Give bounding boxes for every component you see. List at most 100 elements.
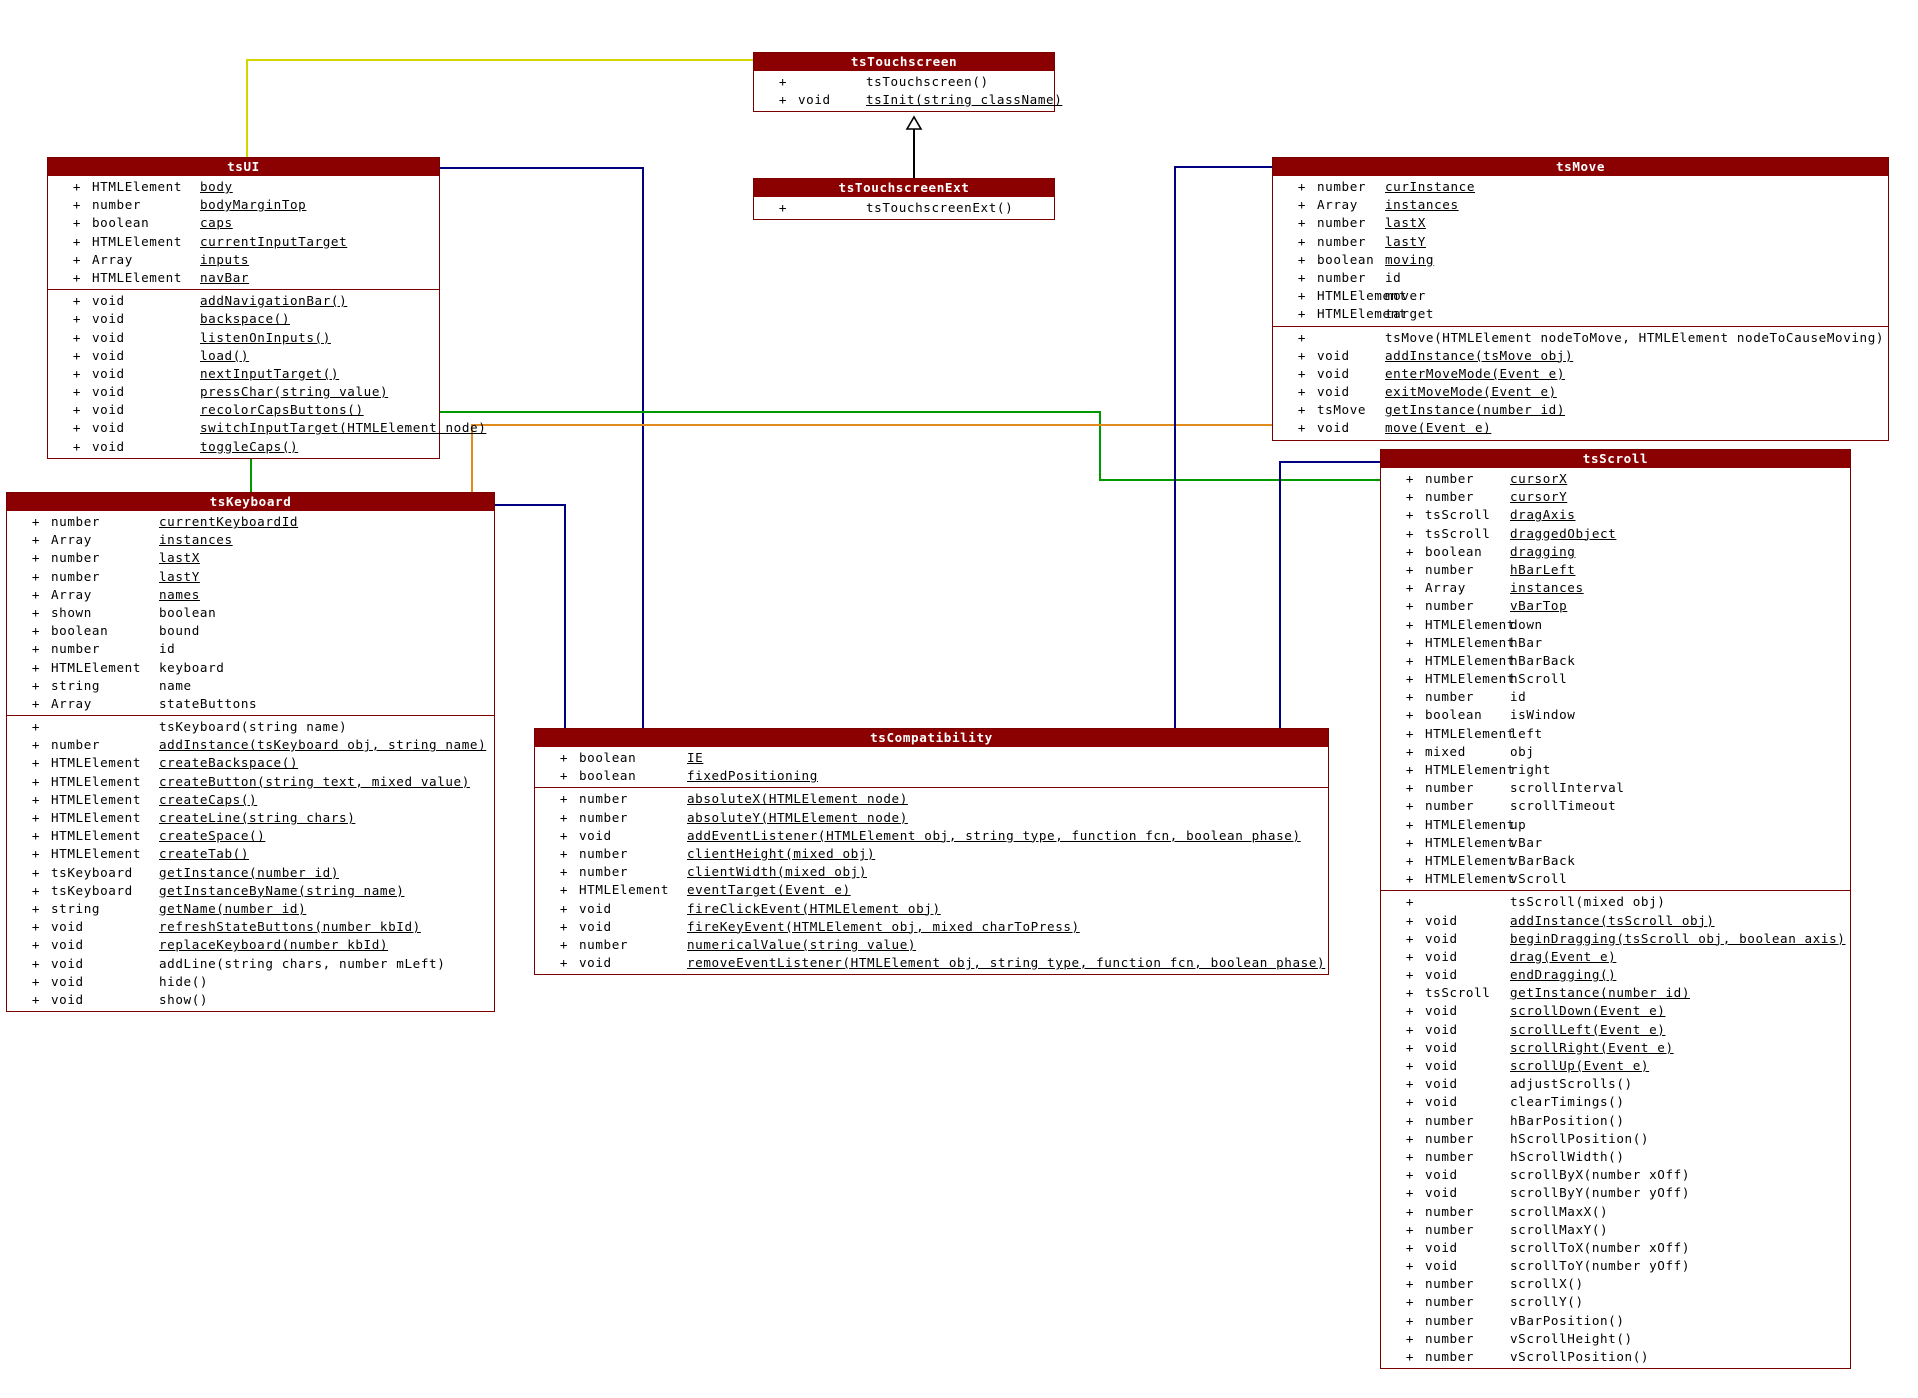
attribute-name: name [159, 677, 192, 693]
visibility-marker: + [559, 750, 569, 765]
return-type: void [1317, 365, 1350, 381]
operation-signature: addInstance(tsKeyboard obj, string name) [159, 737, 487, 753]
attribute-type: Array [92, 251, 133, 267]
operation-signature: createTab() [159, 846, 250, 862]
attribute-name: left [1510, 725, 1543, 741]
attribute-name: vBarBack [1510, 852, 1576, 868]
return-type: number [1425, 1148, 1475, 1164]
operation-signature: addInstance(tsScroll obj) [1510, 912, 1715, 928]
return-type: HTMLElement [579, 882, 670, 898]
attribute-name: stateButtons [159, 695, 258, 711]
return-type: void [92, 420, 125, 436]
return-type: number [579, 845, 629, 861]
attribute-name: down [1510, 616, 1543, 632]
operation-signature: hScrollWidth() [1510, 1148, 1625, 1164]
visibility-marker: + [1297, 402, 1307, 418]
return-type: void [1425, 912, 1458, 928]
return-type: void [1317, 420, 1350, 436]
operation-signature: beginDragging(tsScroll obj, boolean axis… [1510, 930, 1846, 946]
visibility-marker: + [31, 737, 41, 753]
visibility-marker: + [72, 347, 82, 363]
attribute-name: caps [200, 215, 233, 231]
return-type: void [92, 438, 125, 454]
attribute-type: boolean [579, 750, 637, 765]
return-type: number [1425, 1112, 1475, 1128]
visibility-marker: + [559, 809, 569, 825]
attribute-name: boolean [159, 604, 217, 620]
attribute-name: isWindow [1510, 707, 1576, 723]
visibility-marker: + [1405, 912, 1415, 928]
return-type: void [1425, 1094, 1458, 1110]
operation-signature: getInstance(number id) [1385, 402, 1566, 418]
association-line-ts-ui-to-ts-touchscreen [246, 59, 753, 157]
operation-signature: createBackspace() [159, 755, 299, 771]
attribute-name: draggedObject [1510, 525, 1617, 541]
visibility-marker: + [1405, 634, 1415, 650]
return-type: void [51, 973, 84, 989]
attribute-name: vBarTop [1510, 598, 1568, 614]
visibility-marker: + [31, 719, 41, 735]
attribute-type: HTMLElement [1425, 871, 1516, 887]
operation-signature: clearTimings() [1510, 1094, 1625, 1110]
return-type [45, 718, 159, 736]
attribute-type: string [51, 677, 101, 693]
attribute-type: HTMLElement [92, 179, 183, 194]
operation-signature: recolorCapsButtons() [200, 402, 364, 418]
association-line-ts-keyboard-to-ts-compatibility [495, 504, 566, 728]
visibility-marker: + [1405, 1239, 1415, 1255]
return-type: void [51, 955, 84, 971]
visibility-marker: + [1405, 894, 1415, 910]
visibility-marker: + [1297, 384, 1307, 400]
visibility-marker: + [72, 311, 82, 327]
operation-signature: getInstance(number id) [1510, 985, 1691, 1001]
visibility-marker: + [1405, 967, 1415, 983]
association-line-ts-scroll-to-ts-compatibility [1279, 461, 1380, 728]
return-type: void [579, 918, 612, 934]
visibility-marker: + [1405, 816, 1415, 832]
return-type: void [51, 937, 84, 953]
return-type: void [92, 293, 125, 309]
visibility-marker: + [1297, 179, 1307, 194]
attribute-type: boolean [1425, 707, 1483, 723]
visibility-marker: + [1297, 329, 1307, 345]
attribute-type: boolean [579, 768, 637, 784]
attribute-name: obj [1510, 743, 1535, 759]
visibility-marker: + [1297, 365, 1307, 381]
visibility-marker: + [72, 384, 82, 400]
return-type: HTMLElement [51, 810, 142, 825]
visibility-marker: + [72, 269, 82, 285]
visibility-marker: + [1405, 471, 1415, 486]
visibility-marker: + [72, 179, 82, 194]
operation-signature: tsMove(HTMLElement nodeToMove, HTMLEleme… [1385, 329, 1885, 345]
class-box-ts-touchscreen-ext: tsTouchscreenExt+tsTouchscreenExt() [753, 178, 1055, 221]
operation-signature: endDragging() [1510, 967, 1617, 983]
attribute-type: boolean [51, 623, 109, 639]
operation-signature: scrollLeft(Event e) [1510, 1021, 1666, 1037]
attribute-name: moving [1385, 251, 1435, 267]
